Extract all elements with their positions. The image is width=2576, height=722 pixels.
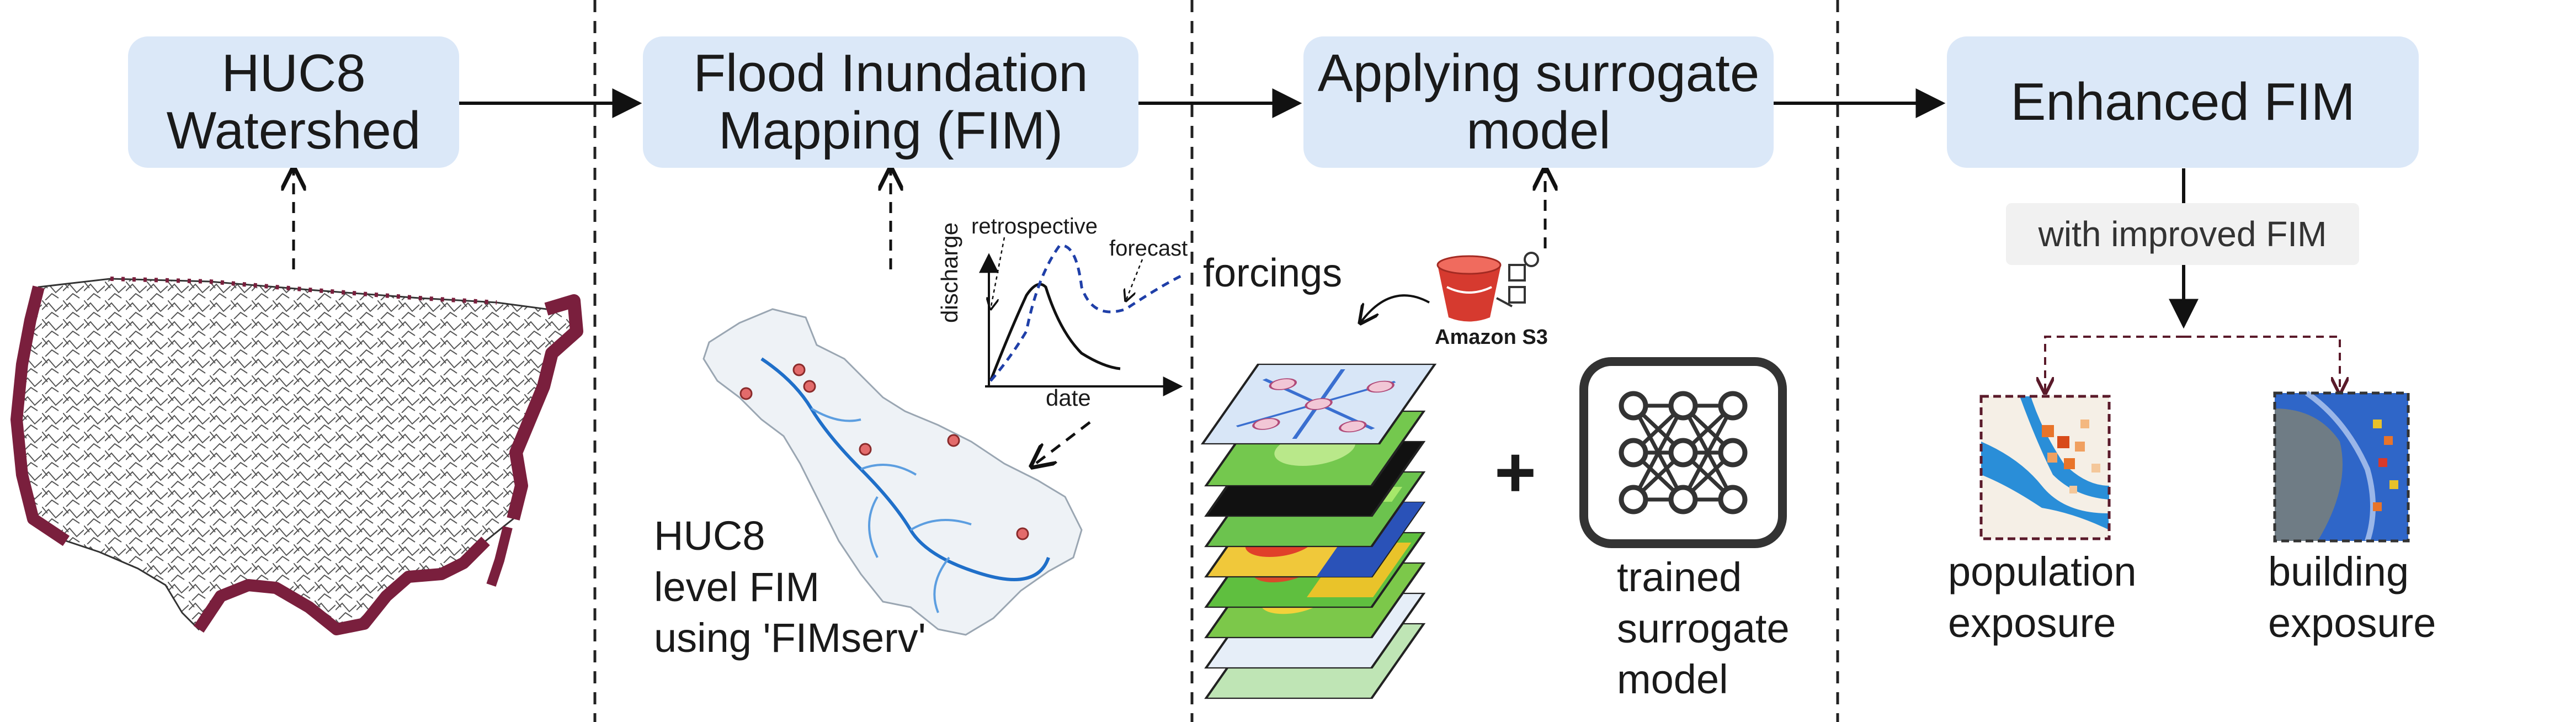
fim-caption-line2: level FIM	[654, 564, 820, 610]
stage-enhanced-fim-box: Enhanced FIM	[1947, 36, 2419, 168]
population-line2: exposure	[1948, 599, 2116, 646]
building-exposure-caption: building exposure	[2268, 546, 2436, 649]
model-caption-line3: model	[1617, 656, 1728, 702]
data-layer-stack	[1200, 363, 1437, 699]
building-exposure-map	[2273, 390, 2410, 543]
output-branch-arrows	[2045, 336, 2340, 393]
stage-fim-line1: Flood Inundation	[693, 44, 1088, 103]
population-exposure-caption: population exposure	[1948, 546, 2137, 649]
amazon-s3-label: Amazon S3	[1435, 326, 1548, 349]
hydrograph-ylabel: discharge	[936, 222, 962, 323]
improved-fim-note: with improved FIM	[2006, 203, 2359, 265]
stage-surrogate-box: Applying surrogate model	[1303, 36, 1774, 168]
forcings-label: forcings	[1203, 251, 1343, 295]
us-huc8-map	[10, 277, 583, 635]
forcings-arrow	[1360, 294, 1430, 323]
model-caption: trained surrogate model	[1617, 552, 1790, 705]
plus-sign: +	[1494, 432, 1536, 512]
model-caption-line2: surrogate	[1617, 605, 1790, 651]
dashed-up-arrows	[294, 168, 1545, 466]
stage-huc8-line1: HUC8	[221, 44, 366, 103]
stage-fim-line2: Mapping (FIM)	[718, 101, 1063, 160]
stage-huc8-watershed-box: HUC8 Watershed	[128, 36, 459, 168]
hydrograph-xlabel: date	[1046, 385, 1091, 411]
hydrograph-chart	[979, 237, 1183, 396]
stage-surrogate-line2: model	[1466, 101, 1611, 160]
fim-caption-line1: HUC8	[654, 513, 765, 559]
model-caption-line1: trained	[1617, 554, 1742, 600]
fim-caption: HUC8 level FIM using 'FIMserv'	[654, 511, 926, 664]
building-line2: exposure	[2268, 599, 2436, 646]
stage-huc8-line2: Watershed	[166, 101, 421, 160]
dashed-arrow-hydrograph-to-map	[1032, 421, 1091, 466]
population-line1: population	[1948, 549, 2137, 594]
hydrograph-retrospective-label: retrospective	[971, 214, 1098, 238]
fim-caption-line3: using 'FIMserv'	[654, 615, 926, 661]
population-exposure-map	[1979, 395, 2111, 540]
stage-fim-box: Flood Inundation Mapping (FIM)	[643, 36, 1138, 168]
hydrograph-forecast-label: forecast	[1109, 236, 1188, 261]
stage-enhanced-line1: Enhanced FIM	[2010, 72, 2355, 132]
stage-surrogate-line1: Applying surrogate	[1317, 44, 1760, 103]
building-line1: building	[2268, 549, 2409, 594]
neural-network-icon	[1579, 357, 1787, 548]
huc8-watershed-map	[702, 308, 1083, 636]
amazon-s3-icon	[1436, 252, 1539, 322]
section-separators	[593, 0, 1839, 722]
